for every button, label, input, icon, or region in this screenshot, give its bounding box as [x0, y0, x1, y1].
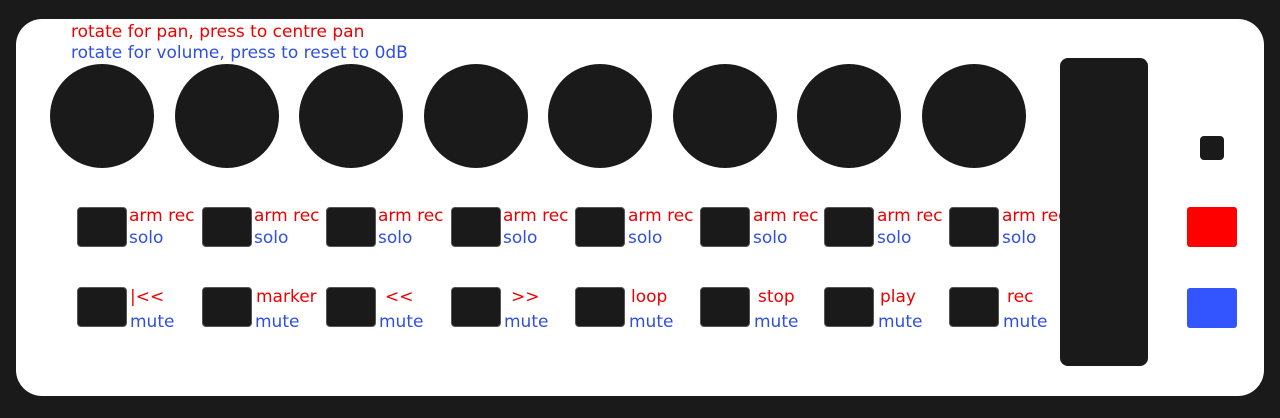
- knob-4[interactable]: [424, 64, 528, 168]
- loop-label: loop: [631, 287, 668, 307]
- mute-label: mute: [629, 312, 674, 332]
- top-pad-6[interactable]: [700, 207, 750, 247]
- knob-6[interactable]: [673, 64, 777, 168]
- bottom-pad-7[interactable]: [824, 287, 874, 327]
- mute-label: mute: [754, 312, 799, 332]
- rewind-label: <<: [385, 287, 414, 307]
- top-pad-7[interactable]: [824, 207, 874, 247]
- go-to-start-label: |<<: [130, 287, 165, 307]
- bottom-pad-8[interactable]: [949, 287, 999, 327]
- mute-label: mute: [379, 312, 424, 332]
- bottom-pad-2[interactable]: [202, 287, 252, 327]
- fast-forward-label: >>: [511, 287, 540, 307]
- pan-legend: rotate for pan, press to centre pan: [71, 22, 365, 42]
- top-pad-8[interactable]: [949, 207, 999, 247]
- bottom-pad-1[interactable]: [77, 287, 127, 327]
- volume-legend: rotate for volume, press to reset to 0dB: [71, 43, 408, 63]
- arm-rec-label: arm rec: [378, 206, 444, 226]
- bottom-pad-5[interactable]: [575, 287, 625, 327]
- solo-label: solo: [378, 228, 413, 248]
- top-pad-2[interactable]: [202, 207, 252, 247]
- bottom-pad-3[interactable]: [326, 287, 376, 327]
- solo-label: solo: [628, 228, 663, 248]
- solo-label: solo: [129, 228, 164, 248]
- mute-label: mute: [1003, 312, 1048, 332]
- stop-label: stop: [758, 287, 795, 307]
- knob-8[interactable]: [922, 64, 1026, 168]
- marker-label: marker: [256, 287, 317, 307]
- top-pad-3[interactable]: [326, 207, 376, 247]
- knob-1[interactable]: [50, 64, 154, 168]
- arm-rec-label: arm rec: [877, 206, 943, 226]
- solo-label: solo: [1002, 228, 1037, 248]
- bottom-pad-6[interactable]: [700, 287, 750, 327]
- mute-label: mute: [504, 312, 549, 332]
- top-pad-1[interactable]: [77, 207, 127, 247]
- knob-7[interactable]: [797, 64, 901, 168]
- arm-rec-label: arm rec: [129, 206, 195, 226]
- solo-label: solo: [254, 228, 289, 248]
- bottom-pad-4[interactable]: [451, 287, 501, 327]
- arm-rec-label: arm rec: [1002, 206, 1068, 226]
- record-label: rec: [1007, 287, 1034, 307]
- arm-rec-label: arm rec: [254, 206, 320, 226]
- solo-label: solo: [503, 228, 538, 248]
- solo-label: solo: [877, 228, 912, 248]
- knob-5[interactable]: [548, 64, 652, 168]
- knob-2[interactable]: [175, 64, 279, 168]
- top-pad-4[interactable]: [451, 207, 501, 247]
- fader-slider[interactable]: [1060, 58, 1148, 366]
- knob-3[interactable]: [299, 64, 403, 168]
- arm-rec-label: arm rec: [503, 206, 569, 226]
- top-pad-5[interactable]: [575, 207, 625, 247]
- mute-label: mute: [130, 312, 175, 332]
- play-label: play: [880, 287, 916, 307]
- blue-button[interactable]: [1187, 288, 1237, 328]
- small-button[interactable]: [1200, 136, 1224, 160]
- arm-rec-label: arm rec: [628, 206, 694, 226]
- red-button[interactable]: [1187, 207, 1237, 247]
- arm-rec-label: arm rec: [753, 206, 819, 226]
- mute-label: mute: [878, 312, 923, 332]
- mute-label: mute: [255, 312, 300, 332]
- solo-label: solo: [753, 228, 788, 248]
